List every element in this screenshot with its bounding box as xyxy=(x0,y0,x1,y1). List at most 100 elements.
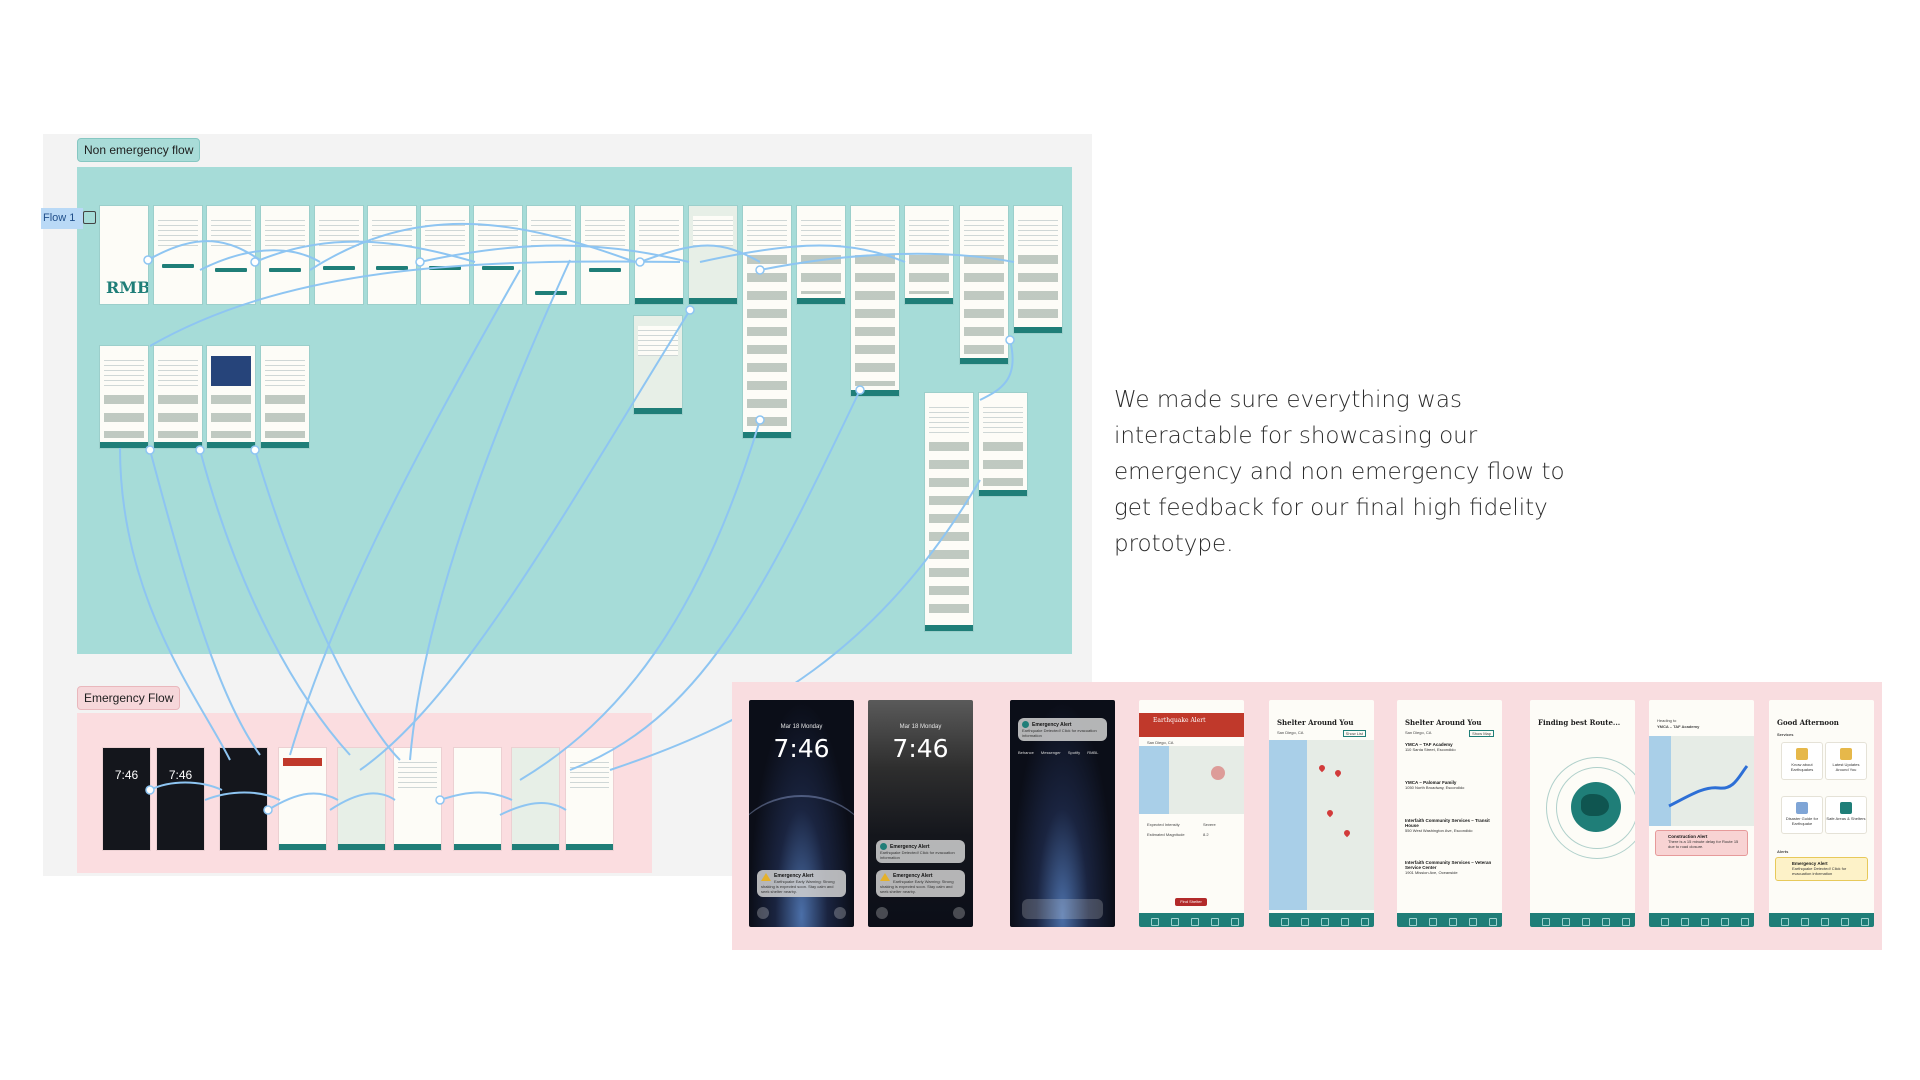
service-card[interactable]: Safe Areas & Shelters xyxy=(1825,796,1867,834)
location-text: San Diego, CA xyxy=(1405,730,1432,735)
mini-screen xyxy=(207,206,255,304)
show-list-button[interactable]: Show List xyxy=(1342,730,1366,737)
mini-finding-screen xyxy=(454,748,501,850)
shelter-list-screen[interactable]: Shelter Around You San Diego, CA Show Ma… xyxy=(1397,700,1502,927)
mini-screen-list xyxy=(743,206,791,438)
non-emergency-flow-label[interactable]: Non emergency flow xyxy=(77,138,201,162)
mini-map-screen xyxy=(338,748,385,850)
mini-screen xyxy=(474,206,522,304)
bottom-nav[interactable] xyxy=(1269,913,1374,927)
screen-title: Shelter Around You xyxy=(1405,718,1482,727)
mini-lock-screen: 7:46 xyxy=(103,748,150,850)
mini-screen-list xyxy=(851,206,899,396)
destination-text: YMCA – TAF Academy xyxy=(1657,724,1700,729)
emergency-notification[interactable]: Emergency Alert Earthquake Early Warning… xyxy=(876,870,965,897)
bottom-nav[interactable] xyxy=(1530,913,1635,927)
shelter-map-screen[interactable]: Shelter Around You San Diego, CA Show Li… xyxy=(1269,700,1374,927)
bottom-nav[interactable] xyxy=(1397,913,1502,927)
epicenter-icon xyxy=(1211,766,1225,780)
shelter-item[interactable]: Interfaith Community Services – Veteran … xyxy=(1405,860,1492,875)
magnitude-value: 8.2 xyxy=(1203,832,1209,837)
screen-title: Finding best Route... xyxy=(1538,718,1621,727)
construction-alert[interactable]: Construction Alert There is a 15 minute … xyxy=(1655,830,1748,856)
camera-icon[interactable] xyxy=(834,907,846,919)
shelter-map[interactable] xyxy=(1269,740,1374,910)
emergency-notification[interactable]: Emergency Alert Earthquake Early Warning… xyxy=(757,870,846,897)
mini-screen xyxy=(581,206,629,304)
mini-screen xyxy=(154,346,202,448)
mini-screen-list xyxy=(960,206,1008,364)
mini-screen xyxy=(100,346,148,448)
mini-screen-list xyxy=(905,206,953,304)
mini-screen xyxy=(527,206,575,304)
emergency-alert-card[interactable]: Emergency Alert Earthquake Detected! Cli… xyxy=(1775,857,1868,881)
service-card[interactable]: Disaster Guide for Earthquake xyxy=(1781,796,1823,834)
mini-quake-screen xyxy=(279,748,326,850)
show-map-button[interactable]: Show Map xyxy=(1469,730,1494,737)
quake-map[interactable] xyxy=(1139,746,1244,814)
heading-label: Heading to xyxy=(1657,718,1677,723)
home-screen[interactable]: Emergency Alert Earthquake Detected! Cli… xyxy=(1010,700,1115,927)
mini-screen-list xyxy=(1014,206,1062,333)
flow-1-tag[interactable]: Flow 1 xyxy=(41,208,83,229)
services-label: Services xyxy=(1777,732,1794,737)
route-map[interactable] xyxy=(1649,736,1754,826)
find-shelter-button[interactable]: Find Shelter xyxy=(1175,898,1207,906)
camera-icon[interactable] xyxy=(953,907,965,919)
mini-screen-map xyxy=(689,206,737,304)
lock-clock: 7:46 xyxy=(773,734,830,763)
flow-start-icon[interactable] xyxy=(83,211,96,224)
mini-home-screen xyxy=(220,748,267,850)
app-behance[interactable]: Behance xyxy=(1018,750,1034,755)
bottom-nav[interactable] xyxy=(1769,913,1874,927)
mini-services-screen xyxy=(566,748,613,850)
service-card[interactable]: Know about Earthquakes xyxy=(1781,742,1823,780)
route-screen[interactable]: Heading to YMCA – TAF Academy Constructi… xyxy=(1649,700,1754,927)
location-text: San Diego, CA xyxy=(1147,740,1174,745)
shelter-item[interactable]: Interfaith Community Services – Transit … xyxy=(1405,818,1490,833)
finding-route-screen[interactable]: Finding best Route... xyxy=(1530,700,1635,927)
app-rmbl[interactable]: RMBL xyxy=(1087,750,1099,755)
flashlight-icon[interactable] xyxy=(876,907,888,919)
rmbl-notification[interactable]: Emergency Alert Earthquake Detected! Cli… xyxy=(1018,718,1107,741)
flashlight-icon[interactable] xyxy=(757,907,769,919)
intensity-label: Expected Intensity xyxy=(1147,822,1180,827)
bottom-nav[interactable] xyxy=(1649,913,1754,927)
mini-screen xyxy=(261,346,309,448)
lock-screen-1[interactable]: Mar 18 Monday 7:46 Emergency Alert Earth… xyxy=(749,700,854,927)
mini-screen xyxy=(315,206,363,304)
emergency-flow-label[interactable]: Emergency Flow xyxy=(77,686,181,710)
mini-route-screen xyxy=(512,748,559,850)
mini-lock-screen: 7:46 xyxy=(157,748,204,850)
app-row: Behance Messenger Spotify RMBL xyxy=(1018,750,1098,755)
warning-icon xyxy=(880,873,890,881)
description-text: We made sure everything was interactable… xyxy=(1114,387,1565,557)
mini-screen-list xyxy=(797,206,845,304)
alerts-label: Alerts xyxy=(1777,849,1789,854)
lock-date: Mar 18 Monday xyxy=(899,724,942,730)
mini-screen xyxy=(207,346,255,448)
app-spotify[interactable]: Spotify xyxy=(1067,750,1081,755)
warning-icon xyxy=(761,873,771,881)
lock-screen-2[interactable]: Mar 18 Monday 7:46 Emergency Alert Earth… xyxy=(868,700,973,927)
rmbl-notification[interactable]: Emergency Alert Earthquake Detected! Cli… xyxy=(876,840,965,863)
mini-screen-list xyxy=(979,393,1027,496)
bottom-nav[interactable] xyxy=(1139,913,1244,927)
app-dock[interactable] xyxy=(1022,899,1103,919)
screen-title: Shelter Around You xyxy=(1277,718,1354,727)
mini-screen xyxy=(368,206,416,304)
service-card[interactable]: Latest Updates Around You xyxy=(1825,742,1867,780)
alert-banner: Earthquake Alert xyxy=(1139,713,1244,737)
services-screen[interactable]: Good Afternoon Services Know about Earth… xyxy=(1769,700,1874,927)
lock-date: Mar 18 Monday xyxy=(780,724,823,730)
mini-screen xyxy=(635,206,683,304)
app-messenger[interactable]: Messenger xyxy=(1040,750,1061,755)
mini-screen-list xyxy=(925,393,973,631)
rmbl-logo: RMBL xyxy=(106,278,148,297)
mini-screen-splash: RMBL xyxy=(100,206,148,304)
greeting-title: Good Afternoon xyxy=(1777,718,1839,727)
earthquake-alert-screen[interactable]: Earthquake Alert San Diego, CA Expected … xyxy=(1139,700,1244,927)
lock-clock: 7:46 xyxy=(892,734,949,763)
